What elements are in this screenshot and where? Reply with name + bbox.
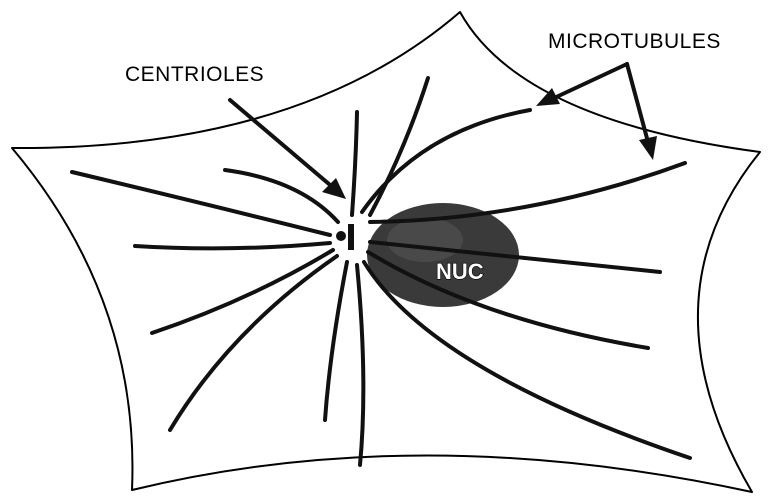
nucleus-label: NUC — [436, 259, 484, 284]
nucleus-texture — [387, 218, 463, 262]
microtubules-label: MICROTUBULES — [548, 30, 721, 53]
centriole-bar — [348, 224, 354, 250]
centriole-dot — [336, 231, 346, 241]
centrioles-label: CENTRIOLES — [125, 63, 264, 86]
